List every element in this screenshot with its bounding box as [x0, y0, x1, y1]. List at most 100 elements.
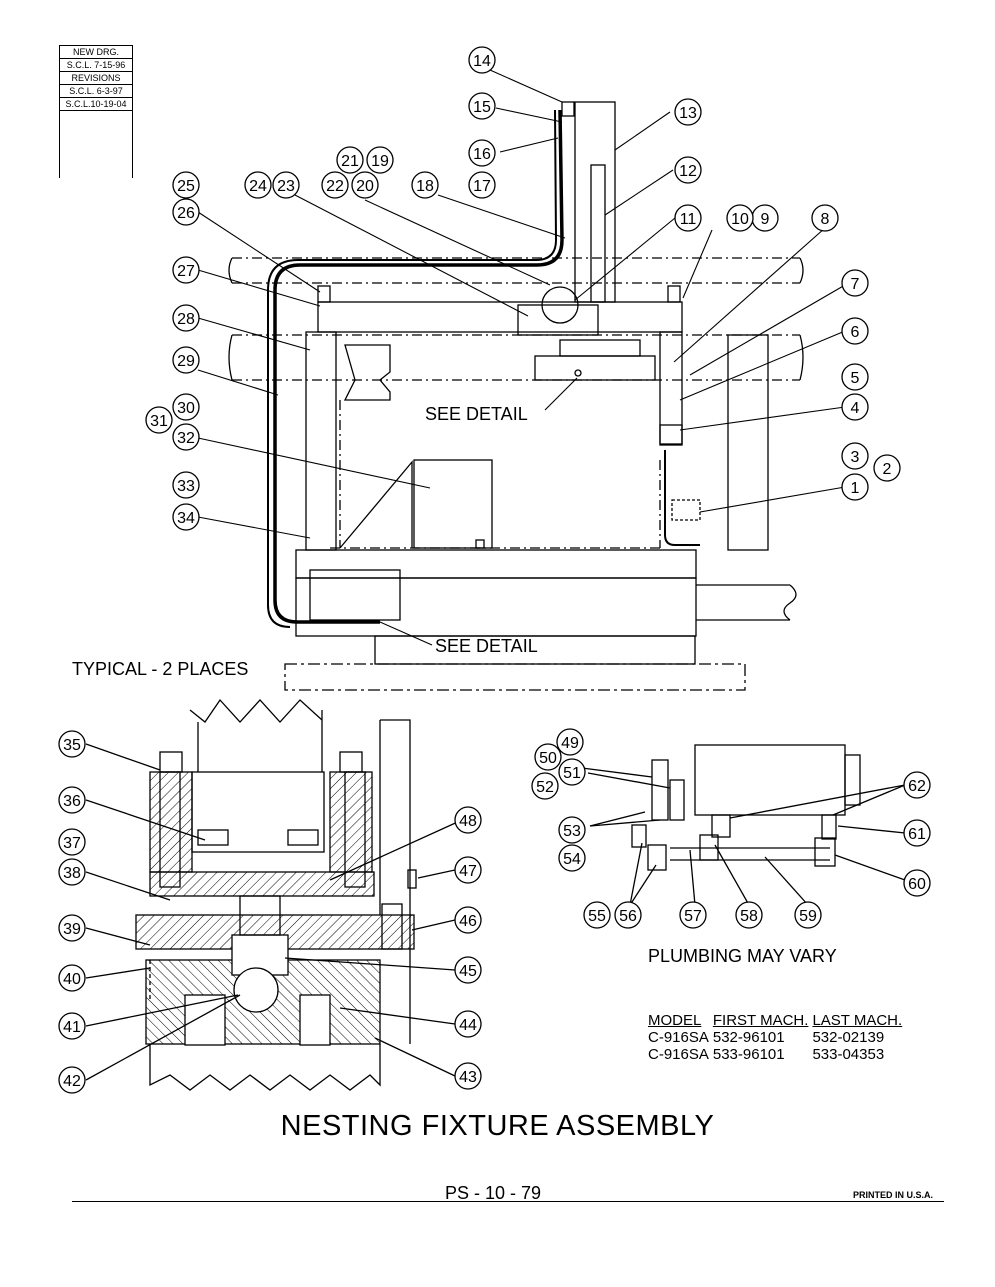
callout-4: 4: [841, 393, 869, 421]
callout-54: 54: [558, 844, 586, 872]
callout-number: 1: [851, 480, 860, 497]
callout-number: 26: [177, 205, 195, 222]
model-cell: C-916SA: [648, 1029, 709, 1046]
rev-entry-2: S.C.L.10-19-04: [60, 98, 132, 111]
callout-18: 18: [411, 171, 439, 199]
callout-56: 56: [614, 901, 642, 929]
callout-31: 31: [145, 406, 173, 434]
callout-number: 27: [177, 263, 195, 280]
callout-number: 48: [459, 813, 477, 830]
rev-header: REVISIONS: [60, 72, 132, 85]
callout-number: 32: [177, 430, 195, 447]
callout-number: 38: [63, 865, 81, 882]
callout-48: 48: [454, 806, 482, 834]
callout-number: 19: [371, 153, 389, 170]
callout-44: 44: [454, 1010, 482, 1038]
callout-21: 21: [336, 146, 364, 174]
callout-43: 43: [454, 1062, 482, 1090]
callout-53: 53: [558, 816, 586, 844]
callout-26: 26: [172, 198, 200, 226]
callout-number: 25: [177, 178, 195, 195]
callout-number: 20: [356, 178, 374, 195]
callout-12: 12: [674, 156, 702, 184]
callout-number: 11: [680, 211, 697, 228]
callout-number: 35: [63, 737, 81, 754]
callout-number: 47: [459, 863, 477, 880]
callout-number: 37: [63, 835, 81, 852]
callout-number: 23: [277, 178, 295, 195]
callout-number: 14: [473, 53, 491, 70]
callout-number: 8: [821, 211, 830, 228]
rev-new-drg-date: S.C.L. 7-15-96: [60, 59, 132, 72]
table-row: C-916SA 532-96101 532-02139: [648, 1029, 906, 1046]
callout-3: 3: [841, 442, 869, 470]
callout-24: 24: [244, 171, 272, 199]
callout-13: 13: [674, 98, 702, 126]
callout-14: 14: [468, 46, 496, 74]
callout-7: 7: [841, 269, 869, 297]
callout-number: 3: [851, 449, 860, 466]
callout-11: 11: [674, 204, 702, 232]
callout-23: 23: [272, 171, 300, 199]
callout-28: 28: [172, 304, 200, 332]
first-mach-cell: 532-96101: [712, 1029, 785, 1046]
first-mach-cell: 533-96101: [712, 1046, 785, 1063]
callout-number: 9: [761, 211, 770, 228]
callout-55: 55: [583, 901, 611, 929]
callout-number: 10: [731, 211, 749, 228]
callout-number: 50: [539, 750, 557, 767]
callout-19: 19: [366, 146, 394, 174]
drawing-title: NESTING FIXTURE ASSEMBLY: [280, 1110, 715, 1142]
callout-62: 62: [903, 771, 931, 799]
see-detail-bottom: SEE DETAIL: [435, 636, 538, 656]
callout-30: 30: [172, 393, 200, 421]
callout-37: 37: [58, 828, 86, 856]
callout-number: 6: [851, 324, 860, 341]
callout-22: 22: [321, 171, 349, 199]
rev-entry-1: S.C.L. 6-3-97: [60, 85, 132, 98]
callout-36: 36: [58, 786, 86, 814]
callout-47: 47: [454, 856, 482, 884]
callout-number: 17: [473, 178, 491, 195]
callout-number: 4: [851, 400, 860, 417]
callout-5: 5: [841, 363, 869, 391]
callout-50: 50: [534, 743, 562, 771]
callout-number: 7: [851, 276, 860, 293]
callout-60: 60: [903, 869, 931, 897]
last-mach-cell: 533-04353: [812, 1046, 885, 1063]
model-cell: C-916SA: [648, 1046, 709, 1063]
main-view: [228, 101, 804, 691]
callout-40: 40: [58, 964, 86, 992]
callout-number: 40: [63, 971, 81, 988]
callout-number: 12: [679, 163, 697, 180]
callout-number: 56: [619, 908, 637, 925]
callout-number: 42: [63, 1073, 81, 1090]
last-mach-header: LAST MACH.: [812, 1012, 903, 1029]
callout-number: 41: [63, 1019, 81, 1036]
callout-number: 44: [459, 1017, 477, 1034]
model-header: MODEL: [648, 1012, 702, 1029]
callout-46: 46: [454, 906, 482, 934]
callout-49: 49: [556, 728, 584, 756]
callout-number: 18: [416, 178, 434, 195]
callout-2: 2: [873, 454, 901, 482]
callout-number: 13: [679, 105, 697, 122]
callout-number: 54: [563, 851, 581, 868]
callout-38: 38: [58, 858, 86, 886]
callout-number: 30: [177, 400, 195, 417]
first-mach-header: FIRST MACH.: [712, 1012, 809, 1029]
callout-15: 15: [468, 92, 496, 120]
callout-number: 28: [177, 311, 195, 328]
callout-45: 45: [454, 956, 482, 984]
callout-39: 39: [58, 914, 86, 942]
callout-number: 62: [908, 778, 926, 795]
table-row: C-916SA 533-96101 533-04353: [648, 1046, 906, 1063]
callout-61: 61: [903, 819, 931, 847]
callout-number: 55: [588, 908, 606, 925]
see-detail-top: SEE DETAIL: [425, 404, 528, 424]
callout-number: 60: [908, 876, 926, 893]
section-view: [85, 698, 463, 1091]
last-mach-cell: 532-02139: [812, 1029, 885, 1046]
callout-number: 61: [908, 826, 926, 843]
